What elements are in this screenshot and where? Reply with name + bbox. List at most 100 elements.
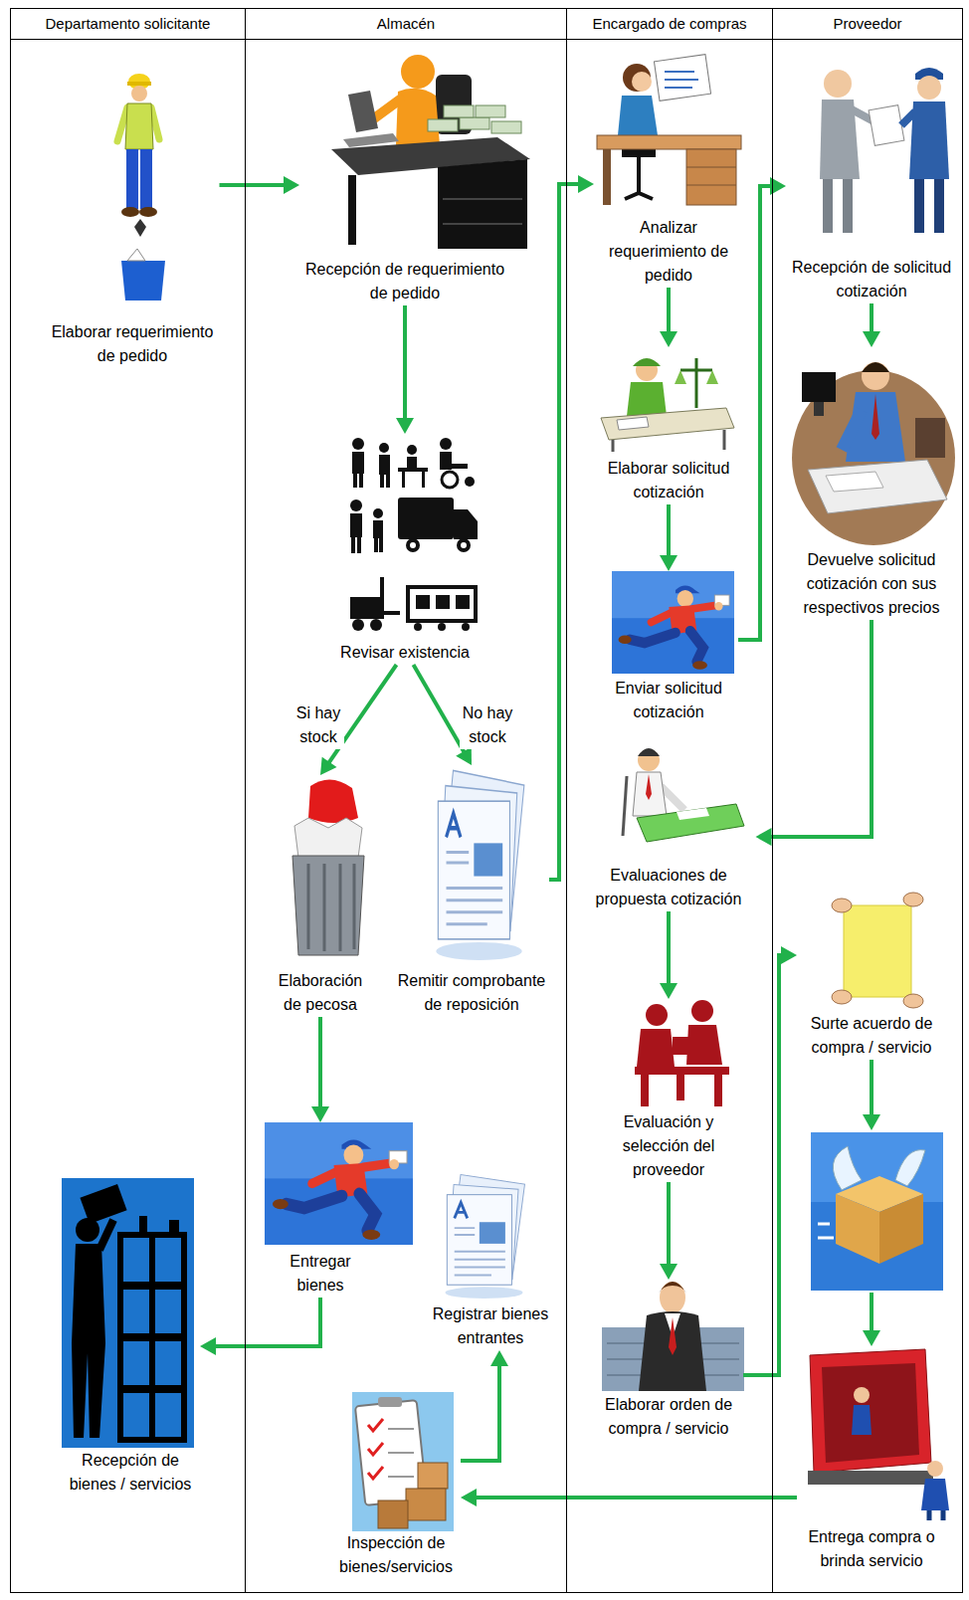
reception-desk-icon xyxy=(331,54,531,249)
evaluator-icon xyxy=(676,807,710,820)
arrow-head xyxy=(320,757,337,776)
evaluator-icon xyxy=(637,749,660,772)
purchase-order-icon xyxy=(668,1317,677,1356)
stock-pictograms xyxy=(464,476,475,487)
courier-icon xyxy=(264,571,735,1245)
flow-line xyxy=(402,305,407,422)
evaluator-icon xyxy=(636,803,745,842)
inspection-icon xyxy=(417,1462,448,1489)
delivery-truck-icon xyxy=(821,1362,920,1463)
arrow-head xyxy=(862,1114,881,1131)
step-label: Inspección de bienes/servicios xyxy=(331,1531,461,1579)
selection-icon xyxy=(691,999,714,1022)
supplier-meeting-icon xyxy=(819,99,860,180)
supplier-pricing-icon xyxy=(841,409,862,450)
reception-desk-icon xyxy=(427,119,458,132)
icon-space xyxy=(593,50,744,216)
swimlane: AlmacénRecepción de requerimiento de ped… xyxy=(244,7,567,1593)
icon-space xyxy=(423,1172,559,1303)
analyst-icon xyxy=(631,71,652,92)
lane-header: Almacén xyxy=(245,8,567,40)
process-step: Remitir comprobante de reposición xyxy=(393,765,550,1017)
delivery-truck-icon xyxy=(853,1386,870,1403)
delivery-truck-icon xyxy=(921,1478,950,1511)
flow-line xyxy=(318,1016,323,1111)
flow-line xyxy=(666,1181,671,1268)
selection-icon xyxy=(714,1074,723,1107)
delivery-truck-icon xyxy=(807,1349,950,1521)
purchase-order-icon xyxy=(638,1311,707,1391)
icon-space xyxy=(393,765,550,969)
shipping-box-icon xyxy=(810,1132,944,1291)
worker-icon xyxy=(126,149,139,209)
process-step: Recepción de solicitud cotización xyxy=(785,60,958,304)
stock-pictograms xyxy=(453,509,478,540)
stock-pictograms xyxy=(350,437,478,631)
documents-icon xyxy=(444,1174,525,1299)
flow-line xyxy=(738,186,775,640)
reception-desk-icon xyxy=(348,175,357,245)
agreement-icon xyxy=(831,892,924,1008)
arrow-head xyxy=(756,827,773,846)
shipping-box-icon xyxy=(895,1150,926,1186)
selection-icon xyxy=(640,1074,649,1107)
worker-icon xyxy=(131,85,148,102)
reception-desk-icon xyxy=(400,54,435,89)
flow-arrow xyxy=(219,176,301,194)
supplier-meeting-icon xyxy=(868,105,905,147)
arrow-head xyxy=(780,946,797,965)
evaluator-icon xyxy=(622,775,627,836)
courier-icon xyxy=(611,571,735,674)
arrow-head xyxy=(455,747,472,766)
icon-space xyxy=(593,1279,744,1393)
icon-space xyxy=(796,892,947,1012)
swimlane: Departamento solicitanteElaborar requeri… xyxy=(9,7,245,1593)
stock-pictograms xyxy=(461,622,470,631)
inspection-icon xyxy=(387,1428,414,1477)
stock-pictograms xyxy=(421,471,425,488)
arrow-head xyxy=(283,176,300,194)
selection-icon xyxy=(636,1028,675,1067)
shelf-reception-icon xyxy=(123,1237,182,1437)
stock-pictograms xyxy=(380,577,385,619)
stock-pictograms xyxy=(352,451,365,474)
icon-space xyxy=(270,775,371,969)
shelf-reception-icon xyxy=(155,1237,182,1282)
icon-space xyxy=(613,998,724,1111)
swimlane: ProveedorRecepción de solicitud cotizaci… xyxy=(772,7,964,1593)
shipping-box-icon xyxy=(817,1223,834,1238)
stock-pictograms xyxy=(397,467,428,472)
supplier-meeting-icon xyxy=(819,67,950,233)
arrow-head xyxy=(460,1488,477,1507)
arrow-head xyxy=(659,1263,678,1280)
supplier-meeting-icon xyxy=(823,69,852,98)
purchase-order-icon xyxy=(658,1281,687,1294)
worker-icon xyxy=(121,260,166,301)
step-label: Elaborar requerimiento de pedido xyxy=(45,320,220,369)
stock-pictograms xyxy=(455,594,470,609)
stock-pictograms xyxy=(437,622,446,631)
lane-header: Encargado de compras xyxy=(567,8,773,40)
icon-space xyxy=(45,71,220,321)
analyst-icon xyxy=(624,157,653,199)
quotation-clerk-icon xyxy=(632,358,661,367)
inspection-icon xyxy=(352,1391,454,1532)
shipping-box-icon xyxy=(879,1193,924,1264)
process-step: Entrega compra o brinda servicio xyxy=(796,1346,947,1573)
shelf-reception-icon xyxy=(123,1392,150,1437)
supplier-pricing-icon xyxy=(871,393,880,440)
arrow-head xyxy=(659,555,678,572)
edge-label: No hay stock xyxy=(459,701,516,750)
flow-line xyxy=(743,955,785,1375)
process-step: Elaborar orden de compra / servicio xyxy=(593,1279,744,1441)
flow-arrow xyxy=(199,1297,321,1356)
supplier-meeting-icon xyxy=(919,179,940,233)
stock-pictograms xyxy=(379,442,389,453)
flow-arrow xyxy=(311,1016,330,1123)
bin-icon xyxy=(292,855,365,956)
flow-arrow xyxy=(460,1350,509,1461)
shelf-reception-icon xyxy=(61,1177,194,1448)
flow-arrow xyxy=(659,1181,678,1280)
stock-pictograms xyxy=(406,444,417,455)
process-step: Registrar bienes entrantes xyxy=(423,1172,559,1351)
